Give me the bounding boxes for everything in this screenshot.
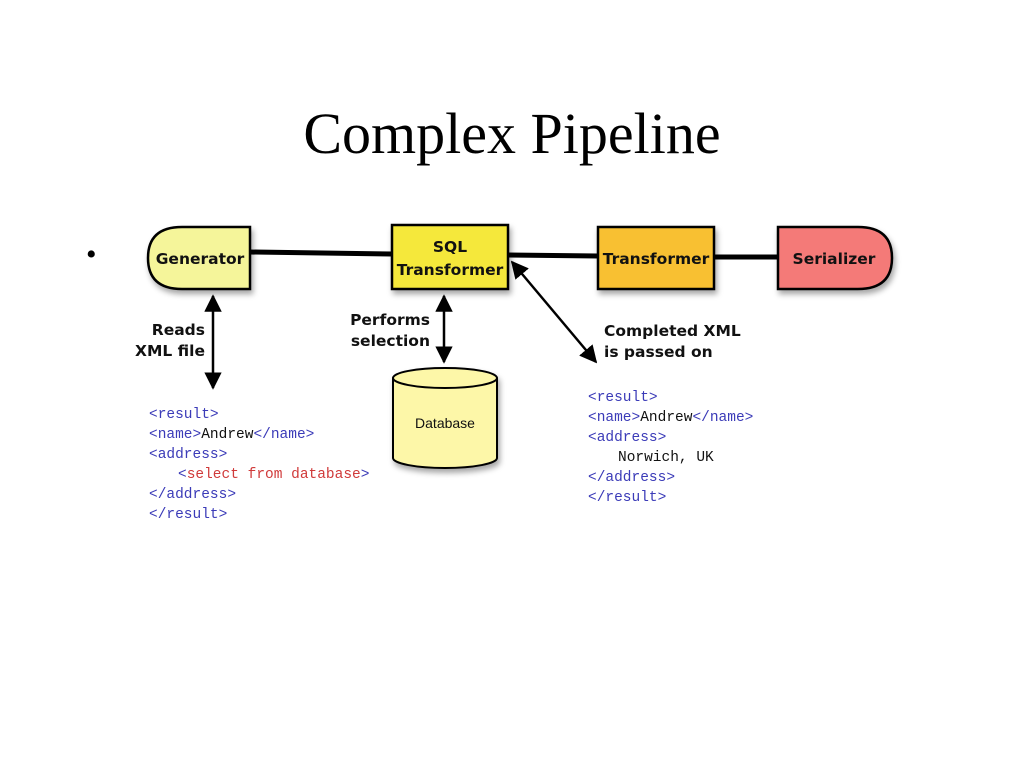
svg-text:</address>: </address> — [149, 487, 236, 503]
code-text: Andrew — [201, 427, 254, 443]
sql-transformer-label-line1: SQL — [433, 238, 467, 256]
sql-transformer-node — [390, 223, 510, 291]
transformer-label: Transformer — [603, 250, 710, 268]
svg-text:Norwich, UK: Norwich, UK — [618, 450, 714, 466]
svg-text:</address>: </address> — [588, 470, 675, 486]
svg-text:<address>: <address> — [149, 447, 227, 463]
svg-text:<result>: <result> — [588, 390, 658, 406]
code-tag: < — [178, 467, 187, 483]
code-tag: <result> — [149, 407, 219, 423]
code-tag: > — [361, 467, 370, 483]
bullet-point: • — [86, 238, 97, 271]
code-tag: <name> — [149, 427, 201, 443]
code-tag: </name> — [253, 427, 314, 443]
svg-text:<name>Andrew</name>: <name>Andrew</name> — [149, 427, 314, 443]
transformer-node — [596, 225, 716, 291]
serializer-node — [776, 225, 894, 291]
reads-label-line1: Reads — [152, 321, 205, 339]
database-node — [392, 367, 498, 469]
database-label: Database — [415, 415, 475, 431]
code-tag: </name> — [692, 410, 753, 426]
svg-text:<address>: <address> — [588, 430, 666, 446]
svg-text:<name>Andrew</name>: <name>Andrew</name> — [588, 410, 753, 426]
code-text: Norwich, UK — [618, 450, 714, 466]
generator-label: Generator — [156, 250, 245, 268]
pipe-line-sql-transformer — [507, 252, 599, 259]
code-block-result-xml: <result> <name>Andrew</name> <address> N… — [588, 390, 753, 506]
performs-label-line1: Performs — [350, 311, 430, 329]
completed-label-line2: is passed on — [604, 343, 713, 361]
sql-transformer-label-line2: Transformer — [397, 261, 504, 279]
code-tag: </result> — [149, 507, 227, 523]
code-tag: </address> — [588, 470, 675, 486]
pipe-line-generator-sql — [249, 249, 393, 257]
code-tag: </address> — [149, 487, 236, 503]
reads-label-line2: XML file — [135, 342, 205, 360]
svg-text:<select from database>: <select from database> — [178, 467, 369, 483]
svg-text:<result>: <result> — [149, 407, 219, 423]
code-tag: <address> — [588, 430, 666, 446]
code-tag: <result> — [588, 390, 658, 406]
generator-node — [146, 225, 252, 291]
svg-text:</result>: </result> — [588, 490, 666, 506]
slide-title: Complex Pipeline — [303, 101, 721, 166]
code-tag: <name> — [588, 410, 640, 426]
serializer-label: Serializer — [793, 250, 876, 268]
completed-xml-arrow — [510, 260, 598, 364]
code-tag: <address> — [149, 447, 227, 463]
code-text: Andrew — [640, 410, 693, 426]
completed-label-line1: Completed XML — [604, 322, 741, 340]
code-tag: </result> — [588, 490, 666, 506]
svg-text:</result>: </result> — [149, 507, 227, 523]
performs-label-line2: selection — [351, 332, 430, 350]
code-block-source-xml: <result> <name>Andrew</name> <address> <… — [149, 407, 369, 523]
code-text: select from database — [187, 467, 361, 483]
